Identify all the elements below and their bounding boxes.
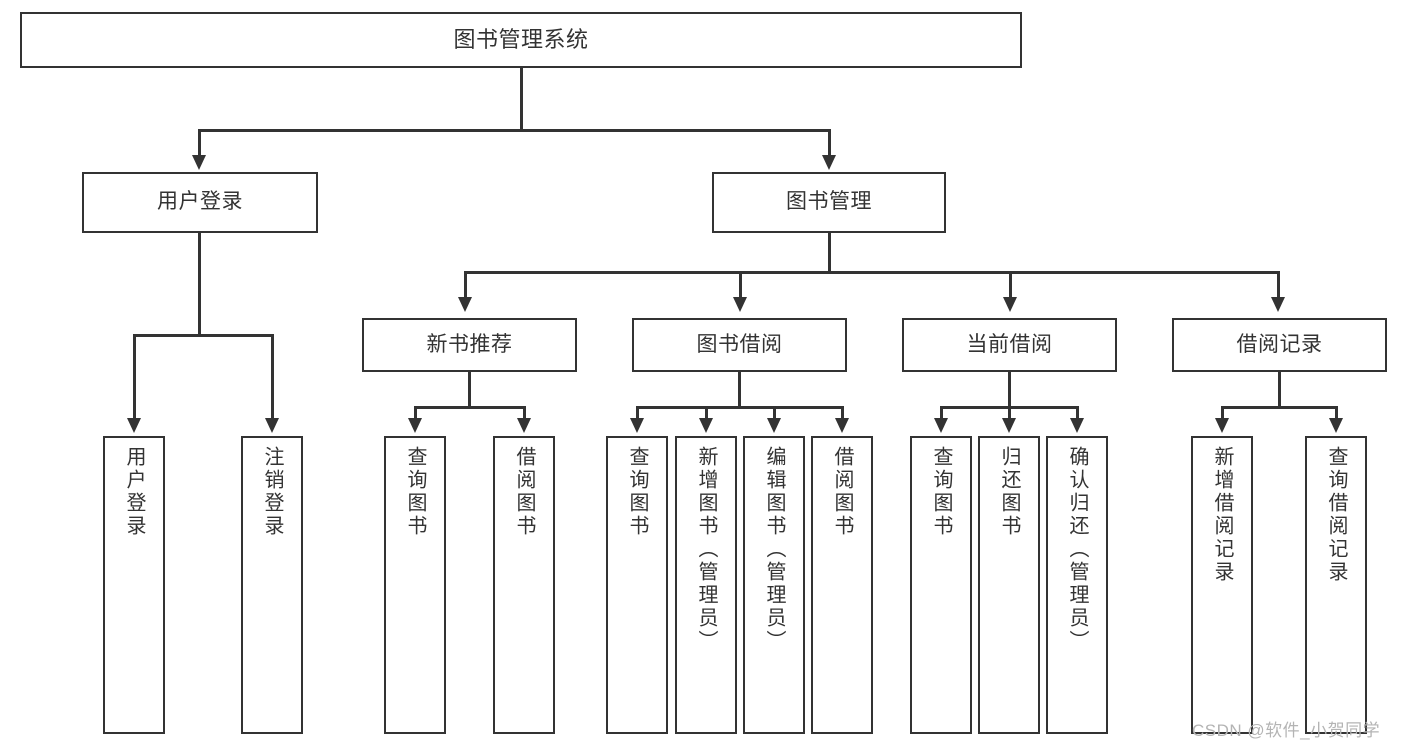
connector-book-borrow-leaf-4 [841,406,844,419]
connector-new-book-leaf-1 [414,406,417,419]
arrow-root-to-book-manage [822,155,836,170]
node-label: 查询图书 [930,446,952,538]
connector-user-login-bus [133,334,272,337]
connector-root-bus [198,129,831,132]
node-label: 新增图书（管理员） [695,446,717,653]
node-label: 查询图书 [626,446,648,538]
arrow-new-book-leaf-2 [517,418,531,433]
connector-book-borrow-leaf-1 [636,406,639,419]
csdn-watermark: CSDN @软件_小贺同学 [1192,721,1381,740]
connector-new-book-leaf-2 [523,406,526,419]
node-book-management[interactable]: 图书管理 [712,172,946,233]
node-borrow-record[interactable]: 借阅记录 [1172,318,1387,372]
connector-current-borrow-stem [1008,372,1011,408]
connector-book-borrow-stem [738,372,741,408]
connector-current-borrow-leaf-1 [940,406,943,419]
connector-to-current-borrow [1009,271,1012,299]
arrow-to-book-borrow [733,297,747,312]
node-label: 用户登录 [157,190,243,214]
connector-user-login-leaf-1 [133,334,136,419]
node-label: 借阅图书 [831,446,853,538]
node-label: 当前借阅 [966,332,1053,356]
connector-user-login-leaf-2 [271,334,274,419]
arrow-user-login-leaf-1 [127,418,141,433]
leaf-new-book-query-book[interactable]: 查询图书 [384,436,446,734]
leaf-current-borrow-return-book[interactable]: 归还图书 [978,436,1040,734]
arrow-current-borrow-leaf-1 [934,418,948,433]
connector-user-login-stem [198,233,201,336]
connector-current-borrow-leaf-3 [1076,406,1079,419]
connector-to-new-book [464,271,467,299]
node-label: 图书管理 [786,190,872,214]
connector-root-to-user-login [198,129,201,157]
connector-new-book-stem [468,372,471,408]
node-label: 查询借阅记录 [1325,446,1347,584]
node-new-book-recommend[interactable]: 新书推荐 [362,318,577,372]
node-current-borrow[interactable]: 当前借阅 [902,318,1117,372]
connector-to-borrow-record [1277,271,1280,299]
node-book-management-system[interactable]: 图书管理系统 [20,12,1022,68]
arrow-book-borrow-leaf-3 [767,418,781,433]
arrow-borrow-record-leaf-2 [1329,418,1343,433]
connector-book-borrow-bus [636,406,844,409]
leaf-current-borrow-query-book[interactable]: 查询图书 [910,436,972,734]
node-label: 借阅记录 [1236,332,1323,356]
node-label: 用户登录 [123,446,145,538]
connector-current-borrow-leaf-2 [1008,406,1011,419]
node-label: 编辑图书（管理员） [763,446,785,653]
connector-to-book-borrow [739,271,742,299]
node-label: 新书推荐 [426,332,513,356]
arrow-root-to-user-login [192,155,206,170]
connector-borrow-record-stem [1278,372,1281,408]
arrow-to-new-book [458,297,472,312]
leaf-book-borrow-edit-book[interactable]: 编辑图书（管理员） [743,436,805,734]
connector-book-borrow-leaf-3 [773,406,776,419]
connector-borrow-record-leaf-1 [1221,406,1224,419]
node-label: 确认归还（管理员） [1066,446,1088,653]
node-book-borrow[interactable]: 图书借阅 [632,318,847,372]
leaf-user-login-login[interactable]: 用户登录 [103,436,165,734]
node-label: 图书借阅 [696,332,783,356]
connector-level3-bus [464,271,1279,274]
node-label: 查询图书 [404,446,426,538]
arrow-current-borrow-leaf-3 [1070,418,1084,433]
connector-book-manage-stem [828,233,831,273]
node-label: 新增借阅记录 [1211,446,1233,584]
leaf-borrow-record-add-record[interactable]: 新增借阅记录 [1191,436,1253,734]
arrow-to-current-borrow [1003,297,1017,312]
arrow-book-borrow-leaf-2 [699,418,713,433]
arrow-new-book-leaf-1 [408,418,422,433]
node-user-login[interactable]: 用户登录 [82,172,318,233]
node-label: 借阅图书 [513,446,535,538]
arrow-user-login-leaf-2 [265,418,279,433]
leaf-book-borrow-query-book[interactable]: 查询图书 [606,436,668,734]
node-label: 注销登录 [261,446,283,538]
leaf-borrow-record-query-record[interactable]: 查询借阅记录 [1305,436,1367,734]
leaf-user-login-logout[interactable]: 注销登录 [241,436,303,734]
connector-root-to-book-manage [828,129,831,157]
arrow-current-borrow-leaf-2 [1002,418,1016,433]
node-label: 图书管理系统 [453,27,589,53]
leaf-book-borrow-borrow-book[interactable]: 借阅图书 [811,436,873,734]
leaf-book-borrow-add-book[interactable]: 新增图书（管理员） [675,436,737,734]
node-label: 归还图书 [998,446,1020,538]
arrow-book-borrow-leaf-4 [835,418,849,433]
arrow-to-borrow-record [1271,297,1285,312]
connector-root-stem [520,68,523,131]
arrow-book-borrow-leaf-1 [630,418,644,433]
connector-new-book-bus [414,406,526,409]
arrow-borrow-record-leaf-1 [1215,418,1229,433]
connector-borrow-record-leaf-2 [1335,406,1338,419]
connector-borrow-record-bus [1221,406,1338,409]
connector-book-borrow-leaf-2 [705,406,708,419]
leaf-current-borrow-confirm-return[interactable]: 确认归还（管理员） [1046,436,1108,734]
leaf-new-book-borrow-book[interactable]: 借阅图书 [493,436,555,734]
